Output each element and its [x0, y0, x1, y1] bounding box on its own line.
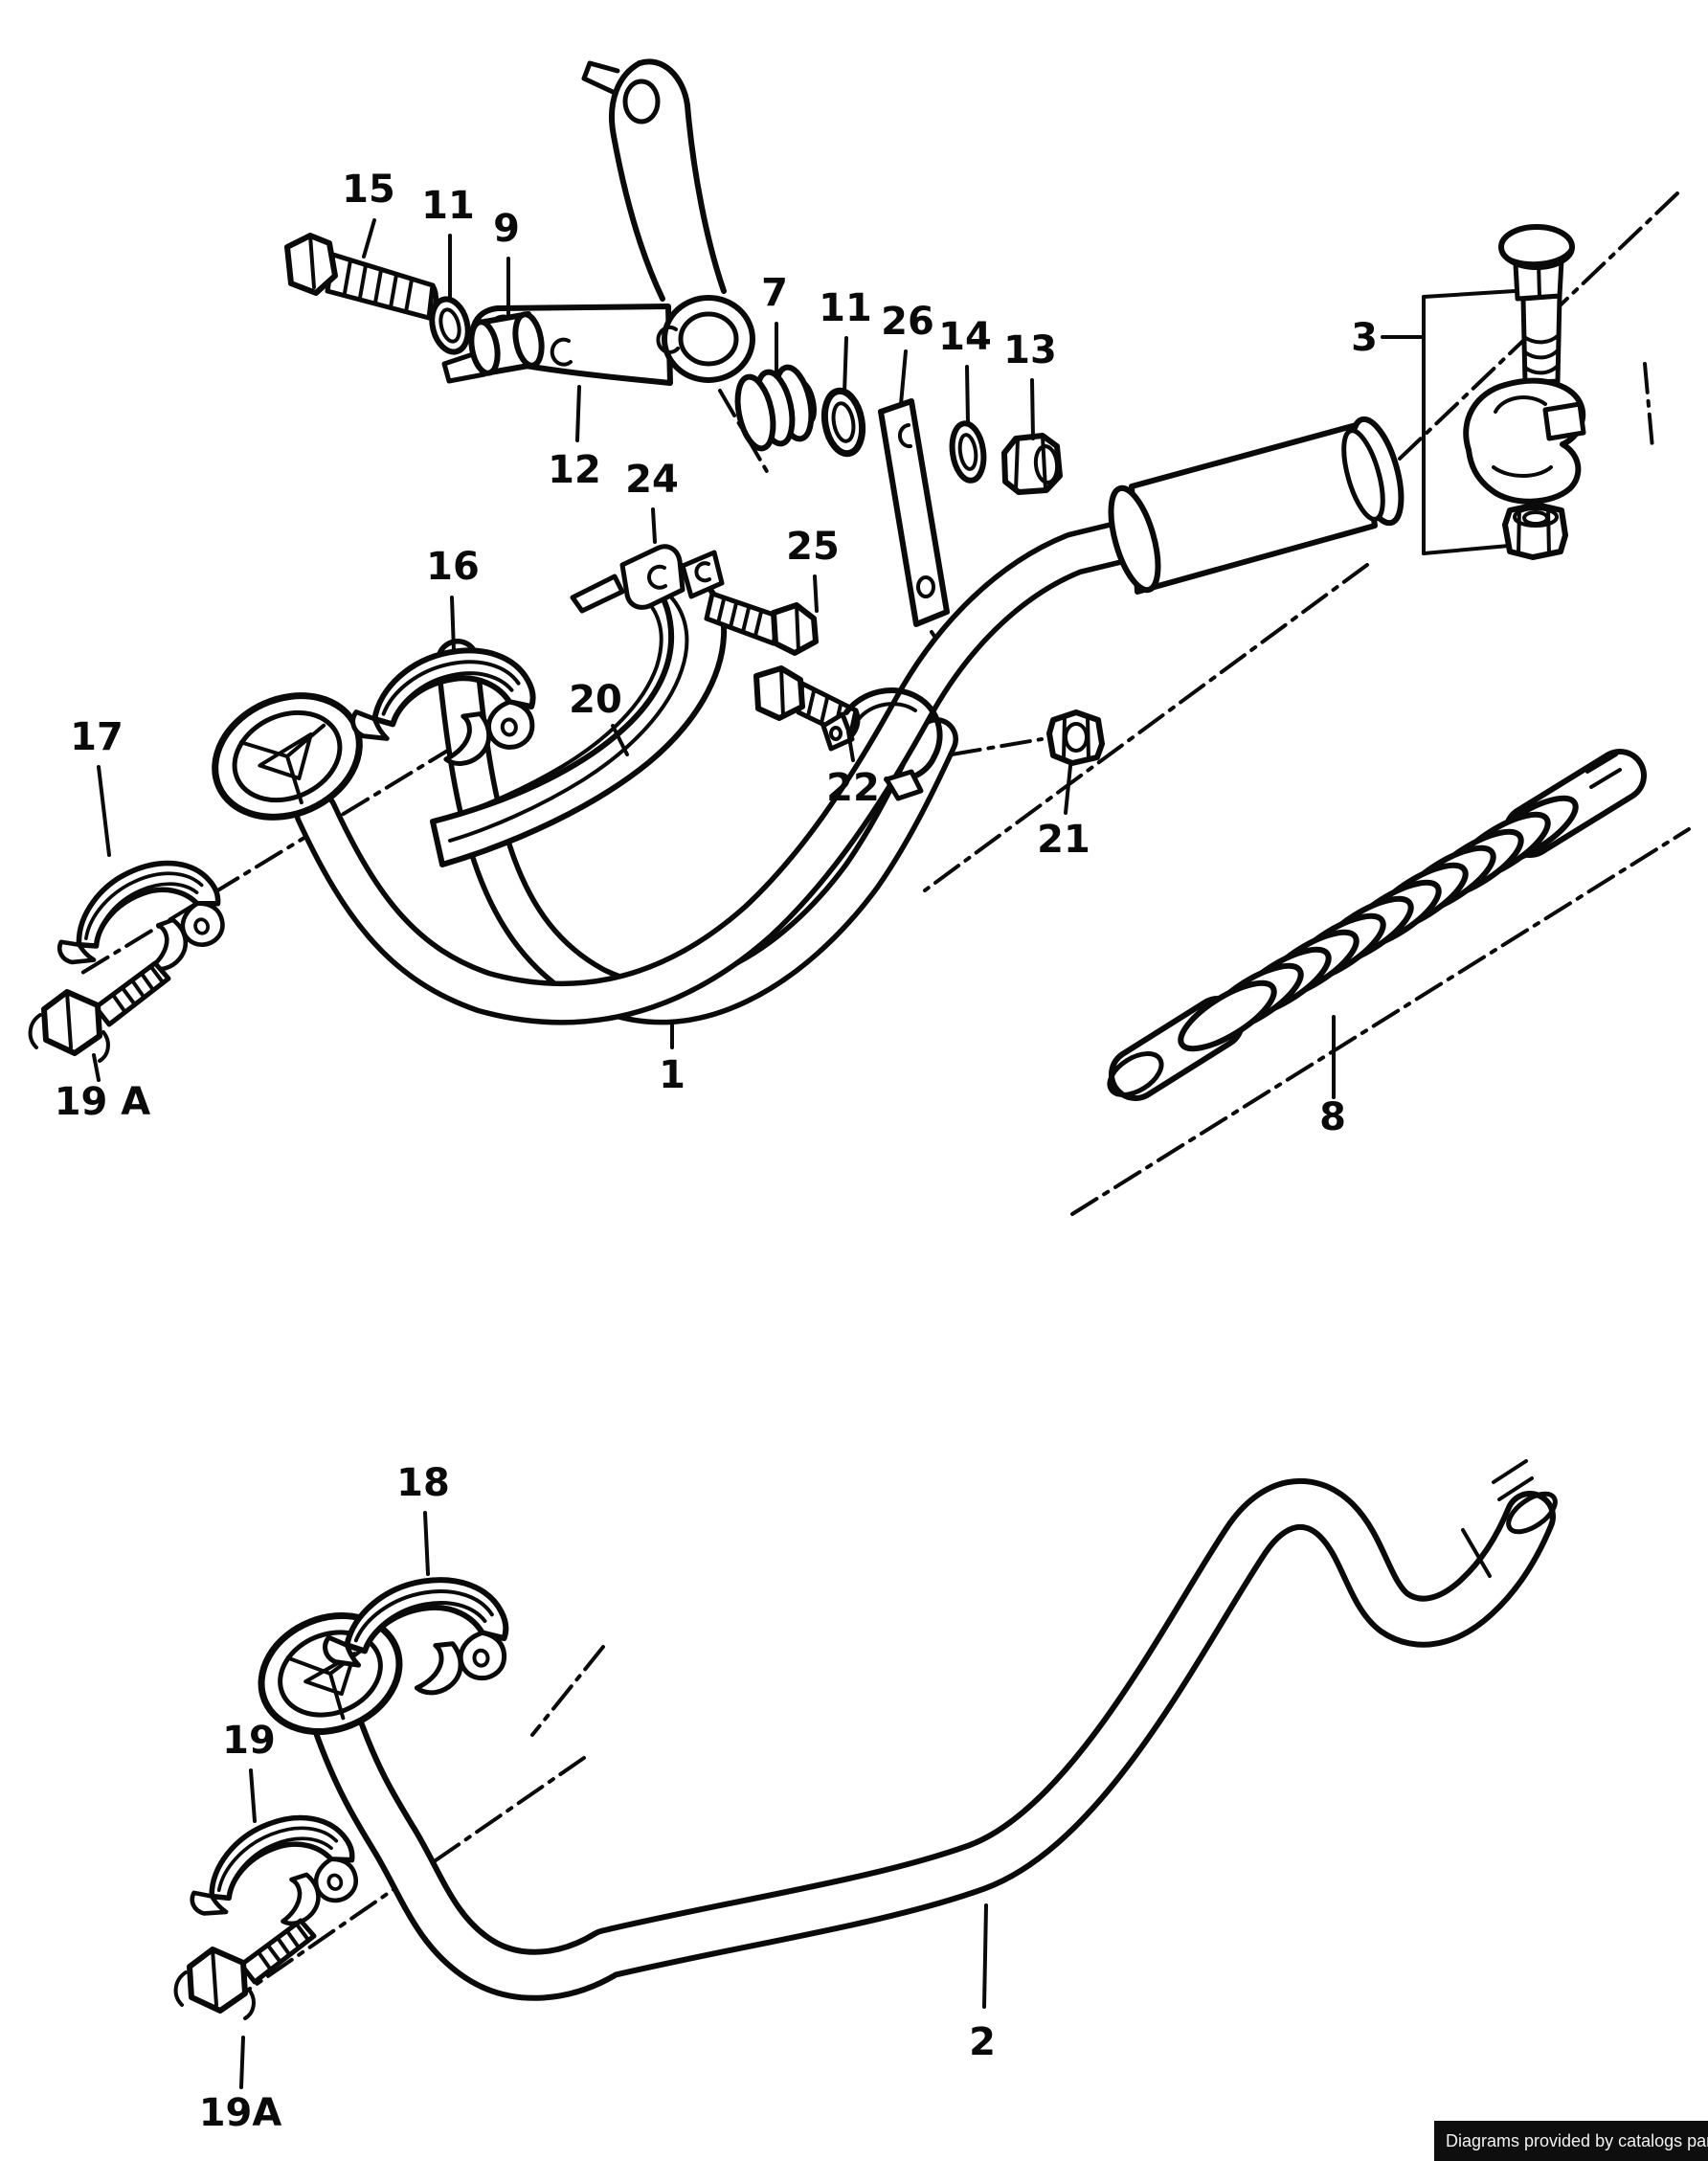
flex-pipe: [1107, 749, 1647, 1101]
callout-leader-24: [651, 507, 657, 544]
callout-label-14: 14: [938, 315, 992, 359]
callout-label-17: 17: [70, 715, 124, 759]
tail-pipe: [311, 1459, 1558, 2001]
callout-label-19A_top: 19 A: [55, 1080, 151, 1124]
callout-leader-19: [249, 1768, 257, 1823]
callout-leader-26: [899, 349, 908, 406]
front-pipe-main: [294, 516, 1159, 1025]
bolt-15: [284, 233, 438, 321]
callout-label-21: 21: [1037, 818, 1090, 862]
flex-pipe-corrugations: [1178, 795, 1579, 1052]
callout-leader-13: [1030, 378, 1035, 440]
nut-13: [1001, 433, 1063, 495]
callout-leader-12: [575, 385, 581, 442]
callout-label-19A_bottom: 19A: [199, 2091, 282, 2135]
hanger-bracket: [581, 58, 727, 302]
callout-leader-16: [450, 596, 456, 653]
callout-leader-14: [965, 365, 970, 425]
kit-clamp: [1463, 377, 1586, 505]
callout-label-11a: 11: [421, 184, 475, 228]
callout-leader-18: [423, 1511, 430, 1576]
callout-label-9: 9: [493, 207, 520, 251]
callout-label-12: 12: [548, 448, 601, 492]
callout-label-2: 2: [969, 2020, 996, 2064]
callout-label-1: 1: [659, 1053, 685, 1097]
support-strap: [878, 398, 950, 627]
mounting-bracket-24: [570, 544, 725, 614]
callout-label-22: 22: [826, 766, 880, 810]
callout-label-8: 8: [1319, 1095, 1346, 1139]
callout-label-18: 18: [396, 1461, 450, 1505]
kit-nut: [1502, 502, 1568, 560]
callout-label-19: 19: [222, 1719, 276, 1763]
muffler: [1108, 416, 1405, 595]
bolt-25: [704, 591, 819, 656]
washer-14: [949, 420, 987, 484]
callout-leader-21: [1064, 764, 1072, 815]
callout-leader-11b: [843, 336, 848, 394]
callout-leader-22: [846, 730, 855, 762]
spring-grommet: [734, 364, 817, 452]
pipe-clamp-19: [177, 1802, 368, 1951]
nut-21: [1046, 709, 1105, 766]
callout-label-13: 13: [1003, 328, 1057, 372]
callout-leader-25: [813, 574, 819, 613]
seal-ring-left: [429, 296, 471, 355]
callout-label-11b: 11: [819, 286, 872, 330]
kit-bolt: [1498, 224, 1575, 391]
callout-leader-15: [362, 218, 376, 259]
spacer-sleeve: [468, 311, 545, 376]
callout-leader-2: [982, 1903, 988, 2009]
callout-label-7: 7: [761, 271, 788, 315]
callout-leader-17: [97, 765, 111, 857]
callout-label-24: 24: [625, 458, 679, 502]
pipe-saddle-clamp: [820, 687, 943, 801]
callout-leader-19A_bottom: [239, 2036, 245, 2089]
callout-leader-20: [611, 724, 629, 756]
callout-leader-19A_top: [92, 1053, 101, 1082]
callout-label-3: 3: [1351, 316, 1378, 360]
callout-label-25: 25: [786, 525, 840, 569]
seal-ring-right: [820, 387, 866, 458]
inlet-flange-upper: [212, 692, 363, 821]
bolt-19A-lower: [176, 1921, 314, 2018]
callout-label-15: 15: [342, 168, 395, 212]
bolt-19A-upper: [31, 963, 169, 1061]
callout-label-26: 26: [881, 300, 934, 344]
callout-label-20: 20: [569, 678, 622, 722]
clamp-kit-bracket: [1422, 224, 1586, 560]
watermark: Diagrams provided by catalogs parts: [1434, 2121, 1708, 2161]
callout-label-16: 16: [426, 545, 480, 589]
